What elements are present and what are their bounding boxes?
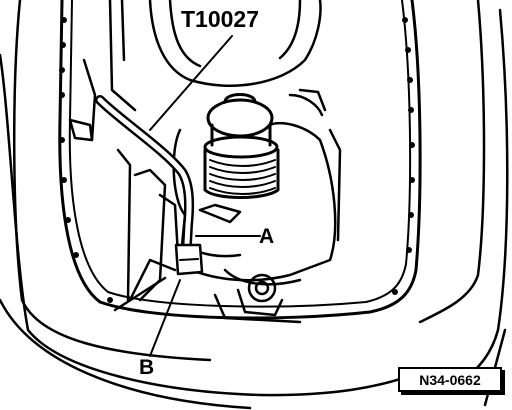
shift-boot	[148, 0, 322, 87]
tool-t10027-hook	[95, 95, 204, 276]
callout-a-label: A	[259, 225, 275, 248]
leader-tool	[149, 35, 233, 131]
console-opening-frame	[58, 0, 422, 320]
tool-label: T10027	[181, 6, 260, 32]
leader-b	[149, 279, 181, 357]
callout-b-label: B	[139, 356, 155, 379]
reference-number: N34-0662	[419, 371, 481, 388]
lever-spring	[209, 159, 276, 195]
housing-bolt	[213, 273, 302, 324]
gear-lever	[203, 93, 280, 199]
reference-number-box: N34-0662	[398, 367, 502, 392]
leader-lines	[149, 35, 261, 357]
frame-bolts	[59, 17, 415, 303]
left-bracket	[68, 0, 180, 312]
